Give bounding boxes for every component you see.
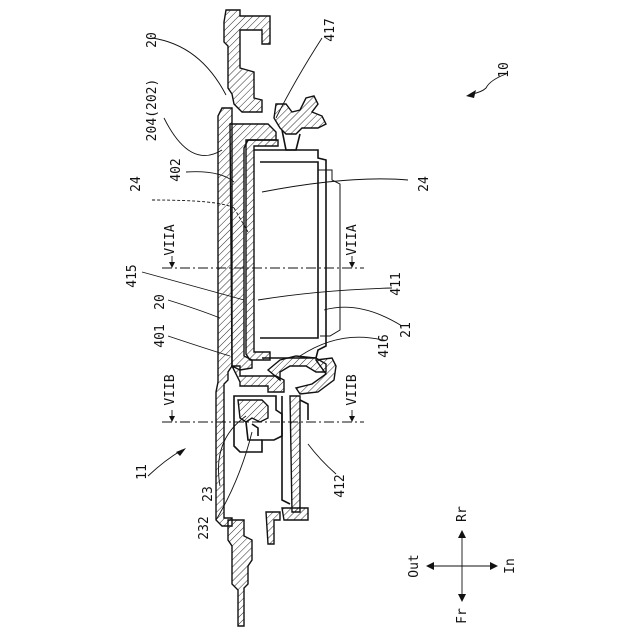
label-232: 232 [197, 516, 212, 539]
arrow-rr-icon [458, 530, 466, 538]
label-20-top: 20 [145, 32, 160, 48]
label-20-mid: 20 [153, 294, 168, 310]
section-lines [162, 256, 364, 422]
arrow-out-icon [426, 562, 434, 570]
label-23: 23 [201, 486, 216, 502]
label-10: 10 [497, 62, 512, 78]
label-417: 417 [323, 18, 338, 41]
section-label-viib-right: VIIB [345, 374, 360, 405]
direction-rr: Rr [455, 506, 470, 522]
label-416: 416 [377, 334, 392, 357]
label-11: 11 [135, 464, 150, 480]
label-24-left: 24 [129, 176, 144, 192]
label-412: 412 [333, 474, 348, 497]
section-label-viia-left: VIIA [163, 224, 178, 255]
section-label-viia-right: VIIA [345, 224, 360, 255]
direction-in: In [503, 558, 518, 574]
arrow-in-icon [490, 562, 498, 570]
module-24 [230, 96, 340, 370]
leader-lines [142, 38, 506, 520]
module-23 [232, 356, 336, 520]
label-24-right: 24 [417, 176, 432, 192]
direction-fr: Fr [455, 608, 470, 624]
label-21: 21 [399, 322, 414, 338]
label-401: 401 [153, 324, 168, 347]
section-label-viib-left: VIIB [163, 374, 178, 405]
label-204-202: 204(202) [145, 79, 160, 142]
label-411: 411 [389, 272, 404, 295]
label-415: 415 [125, 264, 140, 287]
direction-out: Out [407, 554, 422, 577]
arrow-fr-icon [458, 594, 466, 602]
direction-indicator: Out In Rr Fr [407, 506, 518, 624]
label-402: 402 [169, 158, 184, 181]
